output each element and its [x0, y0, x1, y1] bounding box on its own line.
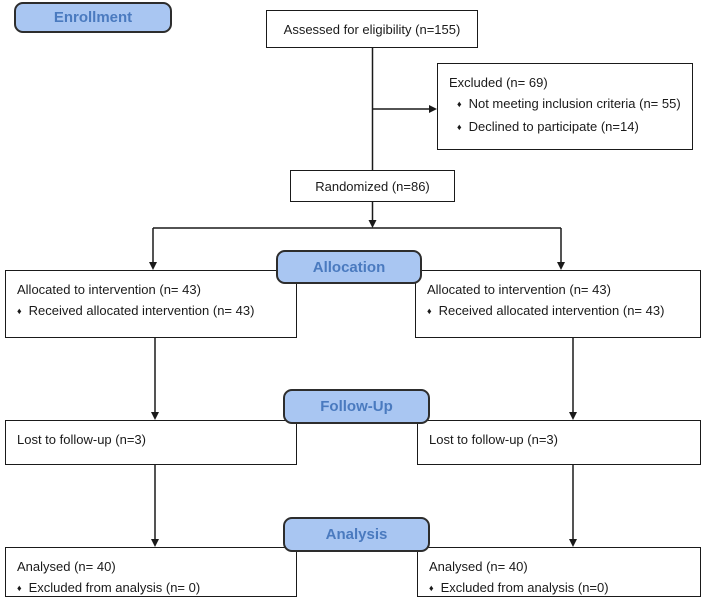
- diamond-bullet-icon: ♦: [427, 306, 432, 316]
- allocation-stage-badge: Allocation: [276, 250, 422, 284]
- diamond-bullet-icon: ♦: [457, 99, 462, 109]
- analysis-stage-label: Analysis: [325, 526, 388, 543]
- excluded-box: Excluded (n= 69) ♦Not meeting inclusion …: [437, 63, 693, 150]
- analysis-right-box: Analysed (n= 40) ♦Excluded from analysis…: [417, 547, 701, 597]
- enrollment-stage-badge: Enrollment: [14, 2, 172, 33]
- followup-stage-badge: Follow-Up: [283, 389, 430, 424]
- allocation-stage-label: Allocation: [312, 258, 386, 276]
- analysis-left-title: Analysed (n= 40): [17, 559, 116, 574]
- followup-right-title: Lost to follow-up (n=3): [429, 432, 558, 447]
- diamond-bullet-icon: ♦: [17, 306, 22, 316]
- excluded-bullet-1: ♦Not meeting inclusion criteria (n= 55): [457, 96, 681, 111]
- assessed-eligibility-box: Assessed for eligibility (n=155): [266, 10, 478, 48]
- allocation-right-bullet: ♦Received allocated intervention (n= 43): [427, 303, 665, 318]
- randomized-text: Randomized (n=86): [315, 178, 430, 194]
- allocation-left-box: Allocated to intervention (n= 43) ♦Recei…: [5, 270, 297, 338]
- allocation-left-title: Allocated to intervention (n= 43): [17, 282, 201, 297]
- diamond-bullet-icon: ♦: [17, 583, 22, 593]
- analysis-right-bullet: ♦Excluded from analysis (n=0): [429, 580, 609, 595]
- excluded-title: Excluded (n= 69): [449, 75, 548, 90]
- followup-left-box: Lost to follow-up (n=3): [5, 420, 297, 465]
- diamond-bullet-icon: ♦: [429, 583, 434, 593]
- analysis-right-title: Analysed (n= 40): [429, 559, 528, 574]
- assessed-eligibility-text: Assessed for eligibility (n=155): [283, 21, 461, 37]
- analysis-left-box: Analysed (n= 40) ♦Excluded from analysis…: [5, 547, 297, 597]
- allocation-left-bullet: ♦Received allocated intervention (n= 43): [17, 303, 255, 318]
- followup-stage-label: Follow-Up: [320, 398, 393, 415]
- randomized-box: Randomized (n=86): [290, 170, 455, 202]
- diamond-bullet-icon: ♦: [457, 122, 462, 132]
- allocation-right-title: Allocated to intervention (n= 43): [427, 282, 611, 297]
- allocation-right-box: Allocated to intervention (n= 43) ♦Recei…: [415, 270, 701, 338]
- followup-right-box: Lost to follow-up (n=3): [417, 420, 701, 465]
- excluded-bullet-2: ♦Declined to participate (n=14): [457, 119, 639, 134]
- analysis-stage-badge: Analysis: [283, 517, 430, 552]
- enrollment-stage-label: Enrollment: [53, 9, 133, 26]
- analysis-left-bullet: ♦Excluded from analysis (n= 0): [17, 580, 201, 595]
- followup-left-title: Lost to follow-up (n=3): [17, 432, 146, 447]
